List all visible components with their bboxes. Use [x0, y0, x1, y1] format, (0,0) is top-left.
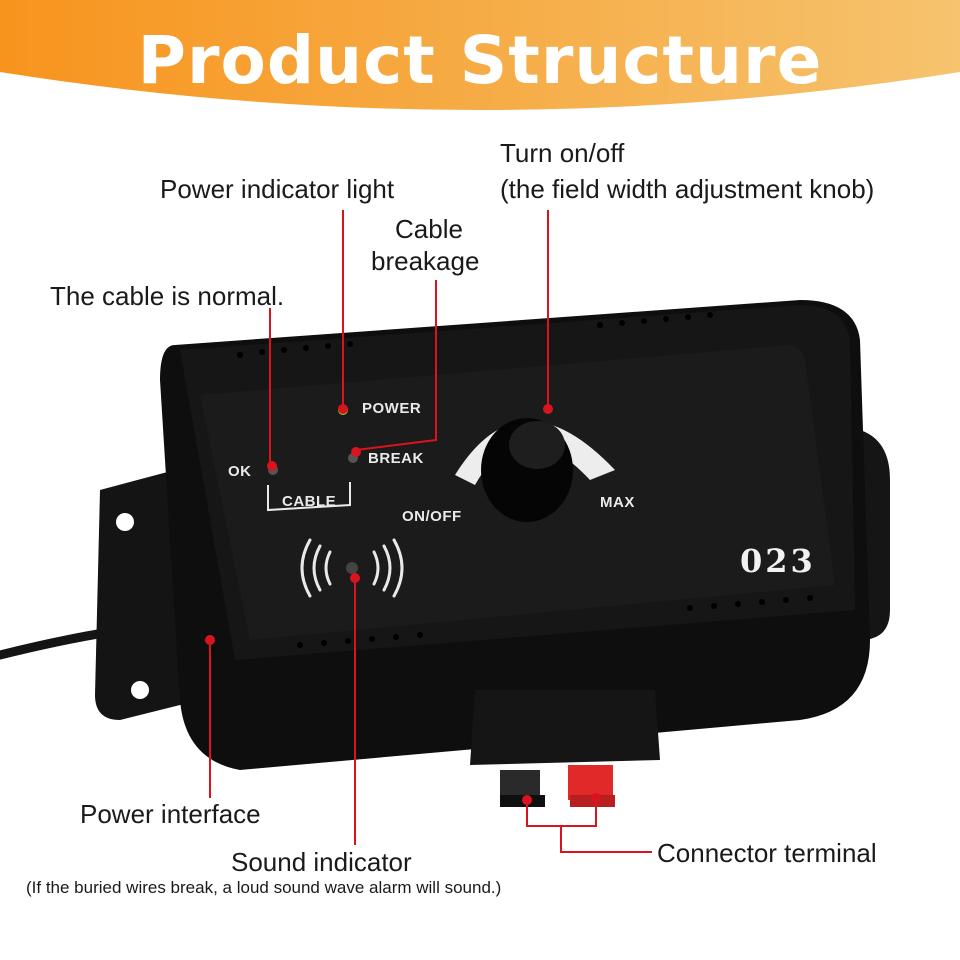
callout-knob-description: (the field width adjustment knob)	[500, 174, 875, 204]
device-onoff-label: ON/OFF	[402, 508, 462, 525]
device-ok-label: OK	[228, 463, 252, 480]
callout-sound-note: (If the buried wires break, a loud sound…	[26, 878, 502, 897]
callout-sound-indicator: Sound indicator	[231, 847, 412, 877]
callout-cable-breakage-2: breakage	[371, 246, 480, 276]
page-title: Product Structure	[137, 22, 823, 99]
sound-wave-icon	[300, 538, 404, 598]
callout-cable-normal: The cable is normal.	[50, 281, 285, 311]
callout-connector-terminal: Connector terminal	[657, 838, 877, 868]
callout-turn-onoff: Turn on/off	[500, 138, 625, 168]
device-power-label: POWER	[362, 400, 422, 417]
callout-power-indicator: Power indicator light	[160, 174, 395, 204]
device-break-label: BREAK	[368, 450, 424, 467]
device-cable-label: CABLE	[282, 493, 337, 510]
callout-cable-breakage: Cable	[395, 214, 463, 244]
device-max-label: MAX	[600, 494, 635, 511]
callout-power-interface: Power interface	[80, 799, 261, 829]
model-number: 023	[740, 542, 816, 580]
title-banner	[0, 0, 960, 140]
